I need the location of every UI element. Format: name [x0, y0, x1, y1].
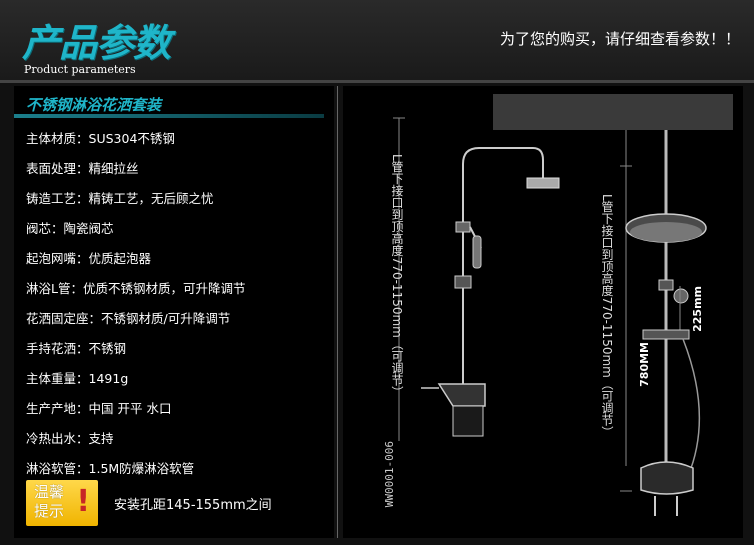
model-code: WW0001-006: [383, 441, 396, 508]
spec-value: 中国 开平 水口: [88, 401, 172, 416]
dimension-label-small: 225mm: [691, 286, 704, 332]
soap-shelf: [642, 329, 690, 340]
spec-value: SUS304不锈钢: [88, 131, 175, 146]
page-subtitle: Product parameters: [24, 63, 136, 76]
ceiling-wall: [493, 94, 733, 130]
top-shower-head: [526, 177, 560, 189]
mixer-body: [640, 461, 694, 495]
tub-spout: [452, 405, 484, 437]
spec-label: 淋浴软管：: [26, 461, 89, 476]
spec-item: 生产产地：中国 开平 水口: [26, 394, 245, 424]
title-underline: [14, 114, 324, 118]
panel-divider: [337, 86, 338, 538]
header-banner: 产品参数 Product parameters 为了您的购买，请仔细查看参数！！: [0, 0, 754, 83]
shower-hose: [682, 338, 701, 477]
notice-badge-label: 温馨提示: [34, 483, 65, 520]
side-view-shower: [393, 117, 560, 441]
spec-panel: 不锈钢淋浴花洒套装 主体材质：SUS304不锈钢 表面处理：精细拉丝 铸造工艺：…: [14, 86, 334, 538]
spec-list: 主体材质：SUS304不锈钢 表面处理：精细拉丝 铸造工艺：精铸工艺，无后顾之忧…: [26, 124, 245, 484]
spec-label: 淋浴L管：: [26, 281, 83, 296]
spec-value: 精铸工艺，无后顾之忧: [88, 191, 214, 206]
spec-value: 陶瓷阀芯: [63, 221, 114, 236]
spec-label: 铸造工艺：: [26, 191, 89, 206]
height-note-left: L管下接口到顶高度770-1150mm（可调节）: [390, 154, 404, 398]
l-pipe: [462, 147, 544, 386]
spec-item: 淋浴L管：优质不锈钢材质，可升降调节: [26, 274, 245, 304]
page-title: 产品参数: [22, 21, 171, 65]
spec-item: 主体重量：1491g: [26, 364, 245, 394]
spec-item: 起泡网嘴：优质起泡器: [26, 244, 245, 274]
height-note-right: L管下接口到顶高度770-1150mm（可调节）: [600, 194, 614, 438]
spec-item: 铸造工艺：精铸工艺，无后顾之忧: [26, 184, 245, 214]
spec-label: 起泡网嘴：: [26, 251, 89, 266]
spec-label: 花洒固定座：: [26, 311, 102, 326]
installation-drawing: L管下接口到顶高度770-1150mm（可调节） WW0001-006 L管下接…: [343, 86, 743, 538]
spec-label: 生产产地：: [26, 401, 89, 416]
spec-item: 手持花洒：不锈钢: [26, 334, 245, 364]
spec-item: 花洒固定座：不锈钢材质/可升降调节: [26, 304, 245, 334]
notice-message: 安装孔距145-155mm之间: [114, 498, 272, 513]
spec-label: 主体材质：: [26, 131, 89, 146]
mixer-valve: [437, 383, 486, 407]
spec-value: 1.5M防爆淋浴软管: [88, 461, 195, 476]
spec-label: 主体重量：: [26, 371, 89, 386]
spec-item: 表面处理：精细拉丝: [26, 154, 245, 184]
spec-item: 冷热出水：支持: [26, 424, 245, 454]
spec-item: 主体材质：SUS304不锈钢: [26, 124, 245, 154]
exclamation-icon: !: [76, 484, 90, 519]
spec-item: 阀芯：陶瓷阀芯: [26, 214, 245, 244]
notice-badge: 温馨提示 !: [26, 480, 98, 526]
spec-label: 表面处理：: [26, 161, 89, 176]
spec-label: 冷热出水：: [26, 431, 89, 446]
shower-diagram: [393, 94, 733, 516]
spec-value: 不锈钢: [88, 341, 127, 356]
spec-item: 淋浴软管：1.5M防爆淋浴软管: [26, 454, 245, 484]
front-view-shower: [620, 130, 707, 516]
spec-label: 手持花洒：: [26, 341, 89, 356]
product-name: 不锈钢淋浴花洒套装: [26, 96, 162, 114]
spec-value: 优质不锈钢材质，可升降调节: [82, 281, 246, 296]
hand-shower: [472, 235, 482, 269]
spec-value: 优质起泡器: [88, 251, 152, 266]
header-slogan: 为了您的购买，请仔细查看参数！！: [499, 30, 740, 48]
spec-value: 精细拉丝: [88, 161, 139, 176]
dimension-label-large: 780MM: [638, 342, 651, 387]
spec-value: 支持: [88, 431, 114, 446]
spec-value: 1491g: [88, 371, 129, 386]
spec-value: 不锈钢材质/可升降调节: [101, 311, 231, 326]
spec-label: 阀芯：: [26, 221, 64, 236]
hand-shower-holder: [673, 288, 689, 304]
